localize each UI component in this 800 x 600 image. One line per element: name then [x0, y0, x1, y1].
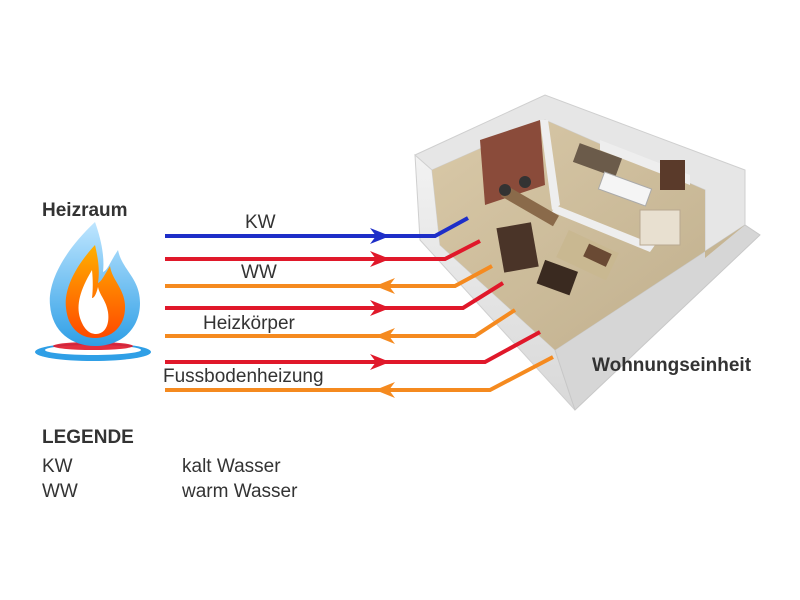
legend-value: kalt Wasser: [182, 456, 281, 477]
legend-heading: LEGENDE: [42, 427, 134, 448]
line-label-kw: KW: [245, 212, 276, 233]
legend-row-ww: WW warm Wasser: [42, 481, 297, 503]
legend-value: warm Wasser: [182, 481, 298, 502]
heizraum-label: Heizraum: [42, 200, 128, 221]
arrow-fbh-red: [370, 354, 390, 370]
pipe-fbh-orange: [165, 355, 554, 392]
arrow-heiz-red: [370, 300, 390, 316]
arrow-fbh-orange: [375, 382, 395, 398]
wohnungseinheit-label: Wohnungseinheit: [592, 355, 752, 376]
pipe-ww-red: [165, 239, 481, 261]
pipe-heiz-red: [165, 281, 505, 310]
pipe-ww-orange: [165, 264, 493, 288]
legend-key: WW: [42, 481, 78, 502]
arrow-kw: [370, 228, 390, 244]
pipe-fbh-red: [165, 330, 541, 364]
line-label-ww: WW: [241, 262, 277, 283]
arrow-ww-orange: [375, 278, 395, 294]
line-label-fussbodenheizung: Fussbodenheizung: [163, 366, 324, 387]
line-label-heizkoerper: Heizkörper: [203, 313, 295, 334]
pipe-kw: [165, 216, 469, 238]
pipe-heiz-orange: [165, 308, 517, 338]
legend-key: KW: [42, 456, 73, 477]
arrow-heiz-orange: [375, 328, 395, 344]
legend-row-kw: KW kalt Wasser: [42, 456, 281, 478]
arrow-ww-red: [370, 251, 390, 267]
